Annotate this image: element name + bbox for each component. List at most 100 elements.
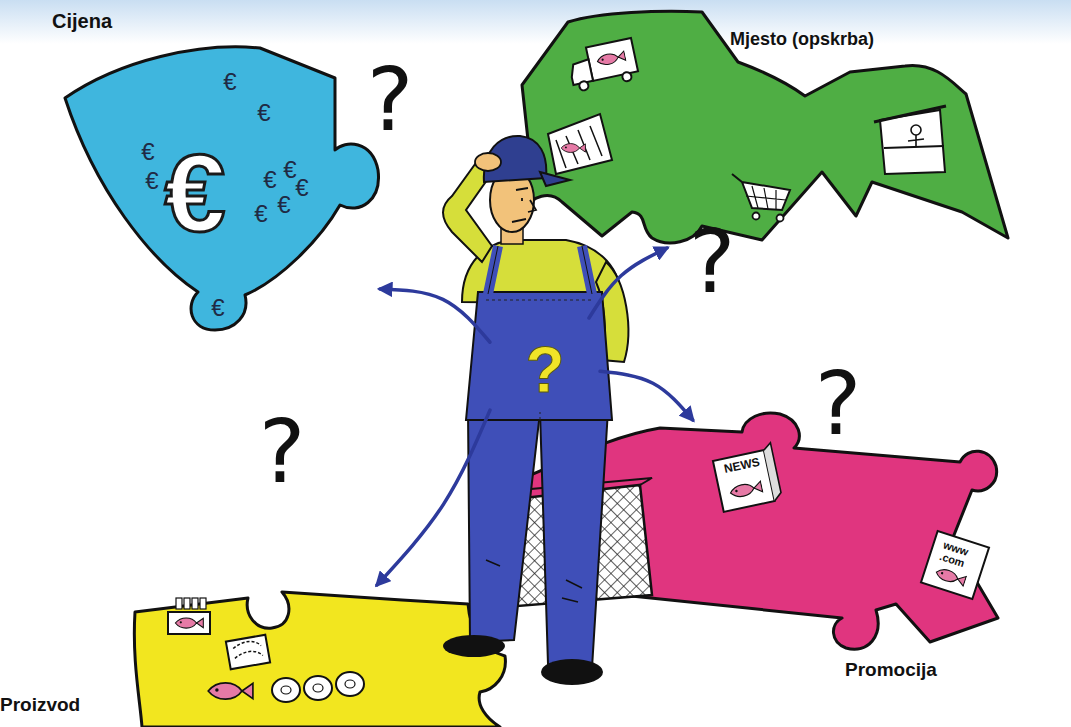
worker-figure-part (468, 410, 540, 642)
fish-tray (226, 635, 270, 670)
fish-crate (505, 478, 652, 606)
fish-tray-part (232, 639, 262, 660)
puzzle-outline (490, 413, 998, 649)
fish-processing-part (548, 114, 612, 174)
question-arrow (377, 410, 490, 585)
fish-tin-part (192, 598, 198, 609)
fish-tin-part (176, 598, 182, 609)
fish-tin-part (184, 598, 190, 609)
delivery-truck-part (579, 81, 590, 92)
price-puzzle-piece: Cijena€€€€€€€€€€€ (62, 45, 380, 332)
piece-heading: Mjesto (opskrba) (730, 30, 874, 50)
euro-symbol: € (295, 175, 308, 201)
question-mark: ? (689, 218, 736, 306)
worker-figure-part (488, 246, 592, 294)
market-stall-part (908, 135, 924, 147)
delivery-truck (566, 38, 639, 92)
piece-heading: Promocija (845, 660, 937, 681)
product-puzzle-piece-shape (130, 585, 510, 727)
newspaper-box (712, 443, 783, 512)
fish-tray-part (226, 635, 270, 670)
euro-symbol: € (257, 100, 270, 126)
market-stall-part (874, 106, 946, 122)
euro-symbol: € (277, 192, 290, 218)
worker-figure-part (512, 188, 536, 222)
market-stall (874, 106, 946, 174)
newspaper-box-part (713, 450, 775, 512)
shopping-cart-part (777, 215, 784, 222)
fish-slices (272, 672, 364, 702)
puzzle-outline (134, 592, 505, 727)
euro-symbol: € (211, 295, 224, 321)
euro-symbol: € (145, 168, 158, 194)
website-box-part (921, 531, 989, 599)
worker-figure-part (541, 659, 603, 685)
website-box-part (935, 567, 967, 587)
puzzle-outline (518, 11, 1008, 243)
euro-symbol: € (263, 167, 276, 193)
whole-fish (208, 683, 253, 699)
worker-figure (443, 136, 628, 685)
fish-slices-part (304, 676, 332, 700)
worker-figure-part (443, 635, 505, 657)
question-arrow (600, 371, 693, 420)
euro-symbol: € (141, 139, 154, 165)
worker-figure-part (462, 240, 622, 304)
market-stall-part (884, 146, 944, 148)
worker-figure-part (540, 410, 608, 668)
market-stall-part (880, 110, 945, 174)
fish-tin-part (200, 598, 206, 609)
delivery-truck-part (596, 51, 625, 67)
question-arrow (380, 289, 490, 342)
sky-band (0, 0, 1071, 44)
worker-figure-part (443, 160, 494, 262)
worker-figure-part (596, 262, 628, 362)
shopping-cart-part (746, 186, 786, 209)
delivery-truck-part (569, 59, 593, 85)
piece-heading: Cijena (52, 10, 112, 32)
fish-tin-part (175, 618, 203, 628)
worker-figure-part (490, 168, 534, 232)
fish-tin (168, 598, 210, 634)
fish-crate-part (505, 478, 652, 500)
fish-crate-part (505, 485, 652, 606)
worker-question: ? (490, 318, 600, 415)
delivery-truck-part (622, 71, 633, 82)
delivery-truck-part (586, 38, 638, 81)
promotion-puzzle-piece-shape (488, 420, 1000, 655)
fish-slices-part (336, 672, 364, 696)
worker-figure-part (488, 246, 592, 294)
question-mark: ? (259, 408, 306, 496)
worker-figure-part (466, 292, 612, 420)
shopping-cart (732, 174, 790, 222)
worker-figure-part (475, 153, 501, 171)
website-box (921, 531, 989, 599)
newspaper-box-part (763, 443, 783, 501)
question-arrow (589, 248, 667, 318)
fish-slices-part (281, 686, 291, 694)
fish-processing-part (556, 126, 602, 168)
question-mark: ? (525, 335, 564, 405)
worker-figure-part (486, 560, 582, 602)
place-puzzle-piece: Mjesto (opskrba) (520, 10, 1010, 248)
fish-processing (548, 114, 612, 174)
euro-symbol: € (283, 157, 296, 183)
shopping-cart-part (732, 174, 790, 210)
euro-symbol: € (164, 132, 225, 253)
question-mark: ? (815, 360, 862, 448)
worker-figure-part (501, 226, 523, 244)
piece-heading: Proizvod (0, 695, 80, 716)
fish-tin-part (168, 612, 210, 634)
market-stall-part (911, 125, 921, 135)
newspaper-box-part (729, 481, 762, 499)
question-mark: ? (367, 56, 414, 144)
puzzle-outline (65, 47, 378, 330)
whole-fish-part (208, 683, 253, 699)
worker-figure-part (486, 300, 594, 420)
product-puzzle-piece: Proizvod (130, 585, 510, 727)
euro-symbol: € (223, 69, 236, 95)
fish-slices-part (345, 680, 355, 688)
fish-slices-part (272, 678, 300, 702)
